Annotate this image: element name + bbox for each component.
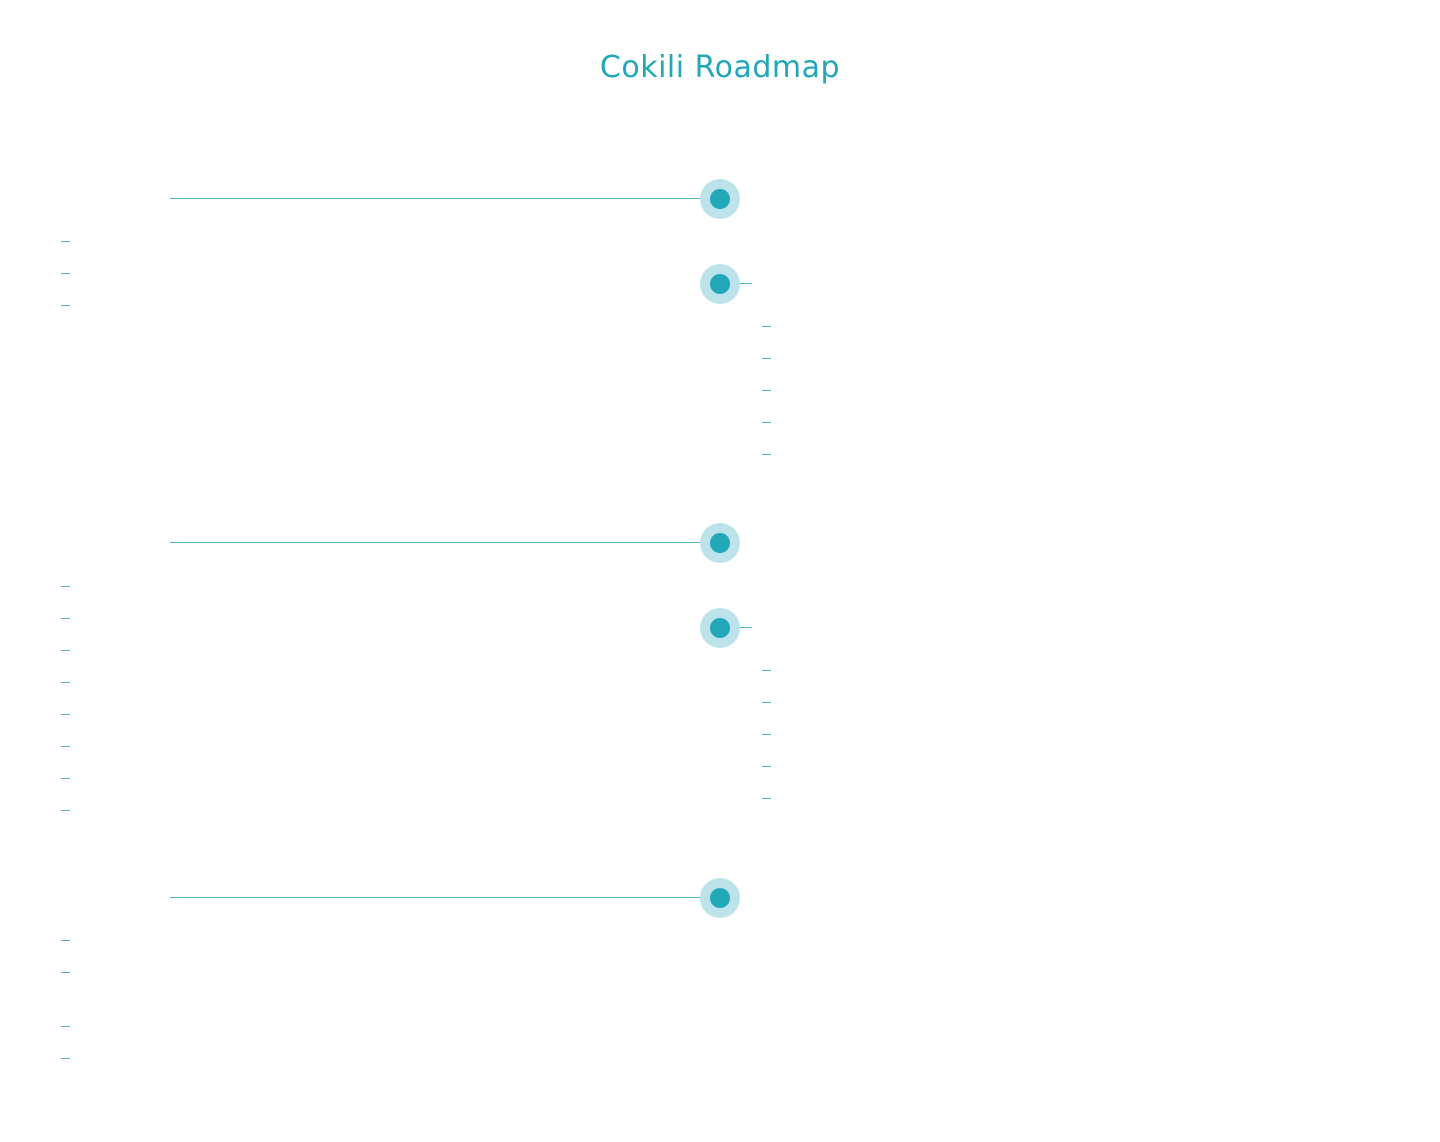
list-item-dash-icon bbox=[61, 1026, 70, 1027]
list-item-dash-icon bbox=[762, 454, 771, 455]
milestone-connector-line bbox=[730, 283, 752, 284]
milestone-node[interactable] bbox=[700, 179, 740, 219]
milestone-dot-icon bbox=[710, 189, 730, 209]
list-item-dash-icon bbox=[61, 682, 70, 683]
list-item-dash-icon bbox=[61, 714, 70, 715]
milestone-dot-icon bbox=[710, 274, 730, 294]
list-item-dash-icon bbox=[762, 702, 771, 703]
list-item-dash-icon bbox=[61, 618, 70, 619]
list-item-dash-icon bbox=[762, 326, 771, 327]
milestone-connector-line bbox=[730, 627, 752, 628]
list-item-dash-icon bbox=[61, 1058, 70, 1059]
milestone-dot-icon bbox=[710, 888, 730, 908]
list-item-dash-icon bbox=[61, 650, 70, 651]
milestone-node[interactable] bbox=[700, 878, 740, 918]
list-item-dash-icon bbox=[61, 810, 70, 811]
list-item-dash-icon bbox=[61, 305, 70, 306]
list-item-dash-icon bbox=[762, 670, 771, 671]
list-item-dash-icon bbox=[61, 746, 70, 747]
list-item-dash-icon bbox=[61, 972, 70, 973]
milestone-connector-line bbox=[170, 198, 710, 199]
list-item-dash-icon bbox=[762, 390, 771, 391]
list-item-dash-icon bbox=[61, 241, 70, 242]
list-item-dash-icon bbox=[762, 766, 771, 767]
milestone-dot-icon bbox=[710, 533, 730, 553]
milestone-connector-line bbox=[170, 542, 710, 543]
list-item-dash-icon bbox=[762, 358, 771, 359]
page-title: Cokili Roadmap bbox=[599, 50, 841, 85]
milestone-node[interactable] bbox=[700, 523, 740, 563]
milestone-connector-line bbox=[170, 897, 710, 898]
list-item-dash-icon bbox=[61, 586, 70, 587]
list-item-dash-icon bbox=[61, 940, 70, 941]
milestone-node[interactable] bbox=[700, 608, 740, 648]
list-item-dash-icon bbox=[61, 778, 70, 779]
list-item-dash-icon bbox=[762, 798, 771, 799]
milestone-node[interactable] bbox=[700, 264, 740, 304]
list-item-dash-icon bbox=[762, 422, 771, 423]
milestone-dot-icon bbox=[710, 618, 730, 638]
list-item-dash-icon bbox=[61, 273, 70, 274]
list-item-dash-icon bbox=[762, 734, 771, 735]
